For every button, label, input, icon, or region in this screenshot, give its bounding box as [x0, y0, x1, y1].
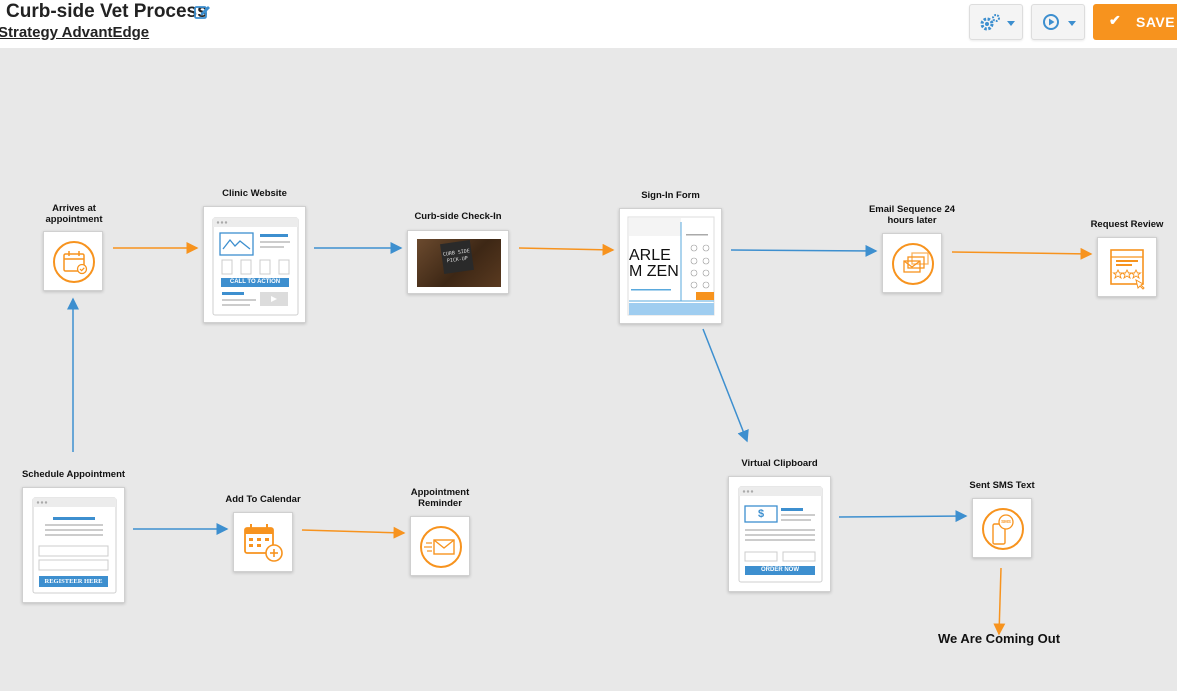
play-circle-icon [1043, 14, 1059, 30]
connector-sms-to-final[interactable] [993, 567, 1006, 636]
node-clinic-website[interactable]: CALL TO ACTION [203, 206, 306, 323]
node-sms[interactable]: SMS [972, 498, 1032, 558]
node-label-arrives: Arrives at appointment [45, 203, 103, 225]
call-to-action-button: CALL TO ACTION [221, 278, 289, 287]
connector-signin-to-email[interactable] [730, 244, 878, 257]
final-outcome-label: We Are Coming Out [938, 631, 1061, 646]
project-link[interactable]: Strategy AdvantEdge [0, 24, 150, 41]
calendar-check-icon [53, 241, 95, 283]
node-label-signin: Sign-In Form [641, 190, 700, 201]
header-bar: Curb-side Vet Process Strategy AdvantEdg… [0, 0, 1177, 48]
calendar-add-icon [244, 524, 283, 562]
letterboard-sign: CURB SIDE PICK-UP [440, 240, 474, 274]
registration-page-thumbnail [32, 497, 117, 594]
node-email-seq[interactable] [882, 233, 942, 293]
connector-signin-to-clipboard[interactable] [702, 328, 749, 443]
node-label-clipboard: Virtual Clipboard [741, 458, 818, 469]
node-label-sms: Sent SMS Text [969, 480, 1035, 491]
node-reminder[interactable] [410, 516, 470, 576]
node-signin[interactable]: ARLEM ZEN [619, 208, 722, 324]
gears-icon [980, 14, 1000, 31]
checkin-photo: CURB SIDE PICK-UP [417, 239, 501, 287]
node-label-clinic-website: Clinic Website [222, 188, 287, 199]
send-email-icon [420, 526, 462, 568]
node-request-review[interactable] [1097, 237, 1157, 297]
pencil-square-icon[interactable] [193, 3, 211, 21]
connector-clipboard-to-sms[interactable] [838, 510, 968, 523]
signin-preview-text: ARLEM ZEN [629, 247, 679, 280]
node-label-reminder: Appointment Reminder [410, 487, 470, 509]
chevron-down-icon [1068, 21, 1076, 26]
signin-form-thumbnail [627, 216, 715, 316]
page-title: Curb-side Vet Process [6, 1, 208, 22]
sms-phone-icon [982, 508, 1024, 550]
node-add-calendar[interactable] [233, 512, 293, 572]
node-label-request-review: Request Review [1090, 219, 1164, 230]
review-stars-icon [1110, 249, 1145, 290]
node-label-checkin: Curb-side Check-In [414, 211, 502, 222]
node-checkin[interactable]: CURB SIDE PICK-UP [407, 230, 509, 294]
node-clipboard[interactable]: $ ORDER NOW [728, 476, 831, 592]
sms-badge: SMS [1001, 519, 1011, 524]
register-button: REGISTEER HERE [39, 576, 108, 587]
check-icon: ✔ [1109, 12, 1121, 28]
chevron-down-icon [1007, 21, 1015, 26]
connector-email-to-review[interactable] [951, 247, 1093, 260]
workflow-canvas[interactable] [0, 48, 1177, 691]
save-button[interactable]: ✔ SAVE [1093, 4, 1177, 40]
emails-icon [892, 243, 934, 285]
node-schedule[interactable]: REGISTEER HERE [22, 487, 125, 603]
order-page-thumbnail [738, 486, 823, 583]
order-now-button: ORDER NOW [745, 566, 815, 575]
landing-page-thumbnail [212, 217, 299, 316]
connector-calendar-to-reminder[interactable] [301, 526, 406, 539]
connector-checkin-to-signin[interactable] [518, 243, 615, 256]
node-label-schedule: Schedule Appointment [21, 469, 126, 480]
node-label-add-calendar: Add To Calendar [225, 494, 301, 505]
run-dropdown-button[interactable] [1031, 4, 1085, 40]
price-symbol: $ [757, 508, 765, 520]
node-arrives[interactable] [43, 231, 103, 291]
settings-dropdown-button[interactable] [969, 4, 1023, 40]
node-label-email-seq: Email Sequence 24 hours later [868, 204, 956, 226]
